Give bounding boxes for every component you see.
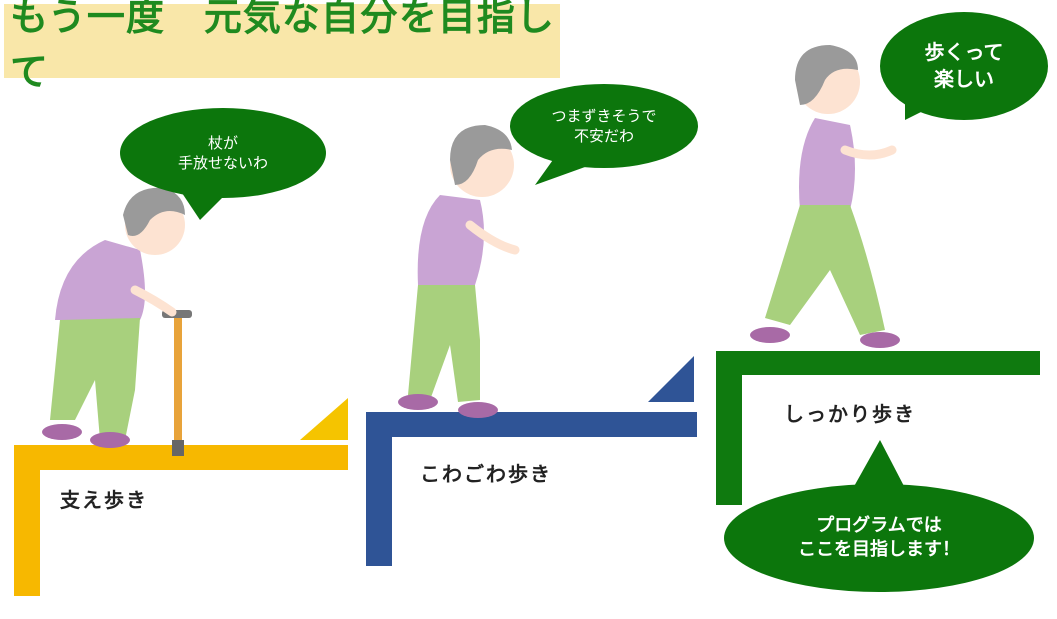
goal-line-1: プログラムでは: [816, 514, 942, 536]
step-3-label: しっかり歩き: [784, 402, 916, 426]
step-3-stair: [716, 351, 1040, 505]
step-2-label: こわごわ歩き: [420, 462, 552, 486]
title-banner: もう一度 元気な自分を目指して: [4, 0, 560, 94]
goal-pointer: [852, 440, 906, 490]
step-1-label: 支え歩き: [60, 488, 148, 512]
person-3-figure: [750, 45, 900, 348]
bubble-2-line-2: 不安だわ: [573, 127, 634, 145]
bubble-3-line-2: 楽しい: [934, 67, 994, 91]
person-1-figure: [42, 187, 192, 456]
step-2-stair: [366, 356, 697, 566]
bubble-step-1: 杖が 手放せないわ: [120, 108, 326, 198]
person-2-figure: [398, 125, 520, 418]
bubble-3-line-1: 歩くって: [924, 40, 1004, 64]
step-1-stair: [14, 398, 348, 596]
goal-bubble: プログラムでは ここを目指します！: [724, 484, 1034, 592]
bubble-step-2: つまずきそうで 不安だわ: [510, 84, 698, 168]
bubble-step-3: 歩くって 楽しい: [880, 12, 1048, 120]
goal-line-2: ここを目指します！: [798, 539, 960, 560]
page-title: もう一度 元気な自分を目指して: [10, 0, 555, 94]
bubble-1-line-1: 杖が: [207, 133, 238, 152]
bubble-2-line-1: つまずきそうで: [551, 106, 657, 125]
bubble-1-line-2: 手放せないわ: [177, 154, 268, 172]
